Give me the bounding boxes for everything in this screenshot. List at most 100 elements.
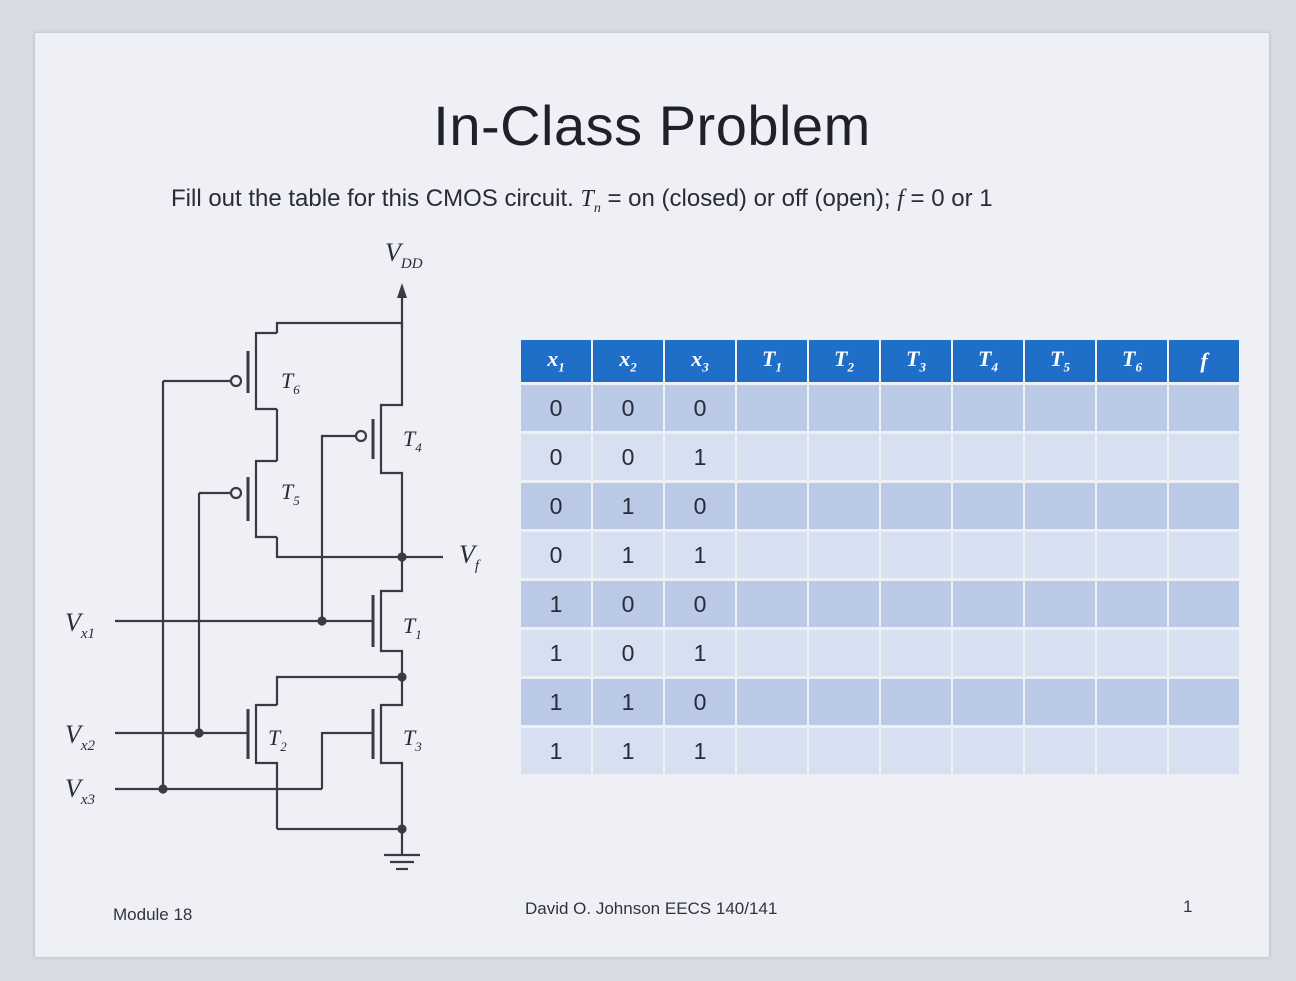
- table-cell[interactable]: [953, 434, 1023, 480]
- table-cell[interactable]: [1169, 483, 1239, 529]
- table-cell: 0: [665, 581, 735, 627]
- table-cell[interactable]: [953, 581, 1023, 627]
- table-cell[interactable]: [1097, 434, 1167, 480]
- table-cell[interactable]: [953, 385, 1023, 431]
- table-cell: 0: [665, 679, 735, 725]
- instruction-prefix: Fill out the table for this CMOS circuit…: [171, 185, 581, 212]
- table-cell[interactable]: [809, 679, 879, 725]
- t6-bubble: [229, 374, 243, 388]
- t4-label: T4: [403, 426, 422, 455]
- table-cell[interactable]: [1025, 385, 1095, 431]
- table-cell[interactable]: [1025, 483, 1095, 529]
- table-cell[interactable]: [809, 434, 879, 480]
- table-cell[interactable]: [1097, 385, 1167, 431]
- t3-channel-wire: [379, 677, 404, 829]
- table-header-cell: x3: [665, 340, 735, 382]
- table-cell[interactable]: [1169, 434, 1239, 480]
- vdd-arrow-icon: [397, 283, 407, 298]
- table-cell[interactable]: [881, 434, 951, 480]
- table-cell[interactable]: [881, 630, 951, 676]
- table-cell[interactable]: [1025, 434, 1095, 480]
- table-cell[interactable]: [737, 483, 807, 529]
- table-cell[interactable]: [1025, 532, 1095, 578]
- table-cell[interactable]: [1097, 630, 1167, 676]
- table-cell[interactable]: [881, 532, 951, 578]
- table-header-cell: T5: [1025, 340, 1095, 382]
- table-cell[interactable]: [953, 630, 1023, 676]
- table-cell[interactable]: [881, 581, 951, 627]
- table-cell[interactable]: [881, 728, 951, 774]
- table-cell[interactable]: [737, 630, 807, 676]
- top-rail-wire: [275, 321, 402, 333]
- table-cell[interactable]: [953, 532, 1023, 578]
- t5-channel-wire: [254, 459, 277, 539]
- table-cell[interactable]: [737, 532, 807, 578]
- table-cell[interactable]: [1025, 679, 1095, 725]
- table-cell[interactable]: [881, 679, 951, 725]
- table-cell[interactable]: [809, 385, 879, 431]
- table-header-cell: T4: [953, 340, 1023, 382]
- footer-module: Module 18: [113, 905, 193, 924]
- table-cell[interactable]: [953, 483, 1023, 529]
- table-cell[interactable]: [881, 385, 951, 431]
- t4-bubble: [354, 429, 368, 443]
- table-cell[interactable]: [881, 483, 951, 529]
- table-cell[interactable]: [737, 581, 807, 627]
- table-cell[interactable]: [1169, 532, 1239, 578]
- table-cell[interactable]: [1025, 581, 1095, 627]
- slide-title: In-Class Problem: [433, 94, 871, 157]
- table-cell[interactable]: [737, 728, 807, 774]
- table-cell[interactable]: [809, 532, 879, 578]
- table-cell[interactable]: [1097, 532, 1167, 578]
- table-cell[interactable]: [1025, 630, 1095, 676]
- table-cell[interactable]: [809, 483, 879, 529]
- table-cell[interactable]: [1169, 679, 1239, 725]
- table-cell[interactable]: [1169, 581, 1239, 627]
- table-cell[interactable]: [1097, 679, 1167, 725]
- table-cell: 1: [521, 728, 591, 774]
- table-cell: 0: [521, 434, 591, 480]
- footer-author: David O. Johnson EECS 140/141: [525, 899, 778, 918]
- t2-top-wire: [275, 675, 402, 705]
- table-cell[interactable]: [953, 679, 1023, 725]
- table-cell[interactable]: [1169, 630, 1239, 676]
- table-cell: 1: [665, 434, 735, 480]
- vx2-node: [194, 728, 204, 738]
- instruction-f-var: f: [897, 186, 904, 212]
- vf-label: Vf: [459, 540, 481, 574]
- table-cell[interactable]: [737, 434, 807, 480]
- table-cell: 0: [521, 532, 591, 578]
- table-cell: 0: [593, 581, 663, 627]
- t3-gate-wire: [320, 731, 373, 789]
- table-cell[interactable]: [809, 581, 879, 627]
- t2-label: T2: [268, 725, 287, 754]
- table-cell[interactable]: [1097, 728, 1167, 774]
- table-cell: 0: [521, 385, 591, 431]
- table-cell[interactable]: [1097, 581, 1167, 627]
- table-cell[interactable]: [809, 728, 879, 774]
- instruction-middle: = on (closed) or off (open);: [600, 185, 898, 212]
- table-cell[interactable]: [953, 728, 1023, 774]
- t4-gate-wire: [320, 434, 356, 621]
- cmos-circuit-diagram: VDD T6 T5 T4 Vf T1 Vx1: [65, 238, 481, 871]
- table-cell[interactable]: [1169, 728, 1239, 774]
- vx1-label: Vx1: [65, 608, 95, 642]
- t5-label: T5: [281, 479, 300, 508]
- table-header-cell: x1: [521, 340, 591, 382]
- table-cell[interactable]: [1097, 483, 1167, 529]
- t1-label: T1: [403, 613, 422, 642]
- table-cell[interactable]: [1169, 385, 1239, 431]
- table-cell[interactable]: [1025, 728, 1095, 774]
- table-cell[interactable]: [809, 630, 879, 676]
- table-cell: 1: [665, 728, 735, 774]
- table-cell[interactable]: [737, 679, 807, 725]
- instruction-text: Fill out the table for this CMOS circuit…: [171, 185, 993, 217]
- table-cell[interactable]: [737, 385, 807, 431]
- t2-channel-wire: [254, 703, 279, 829]
